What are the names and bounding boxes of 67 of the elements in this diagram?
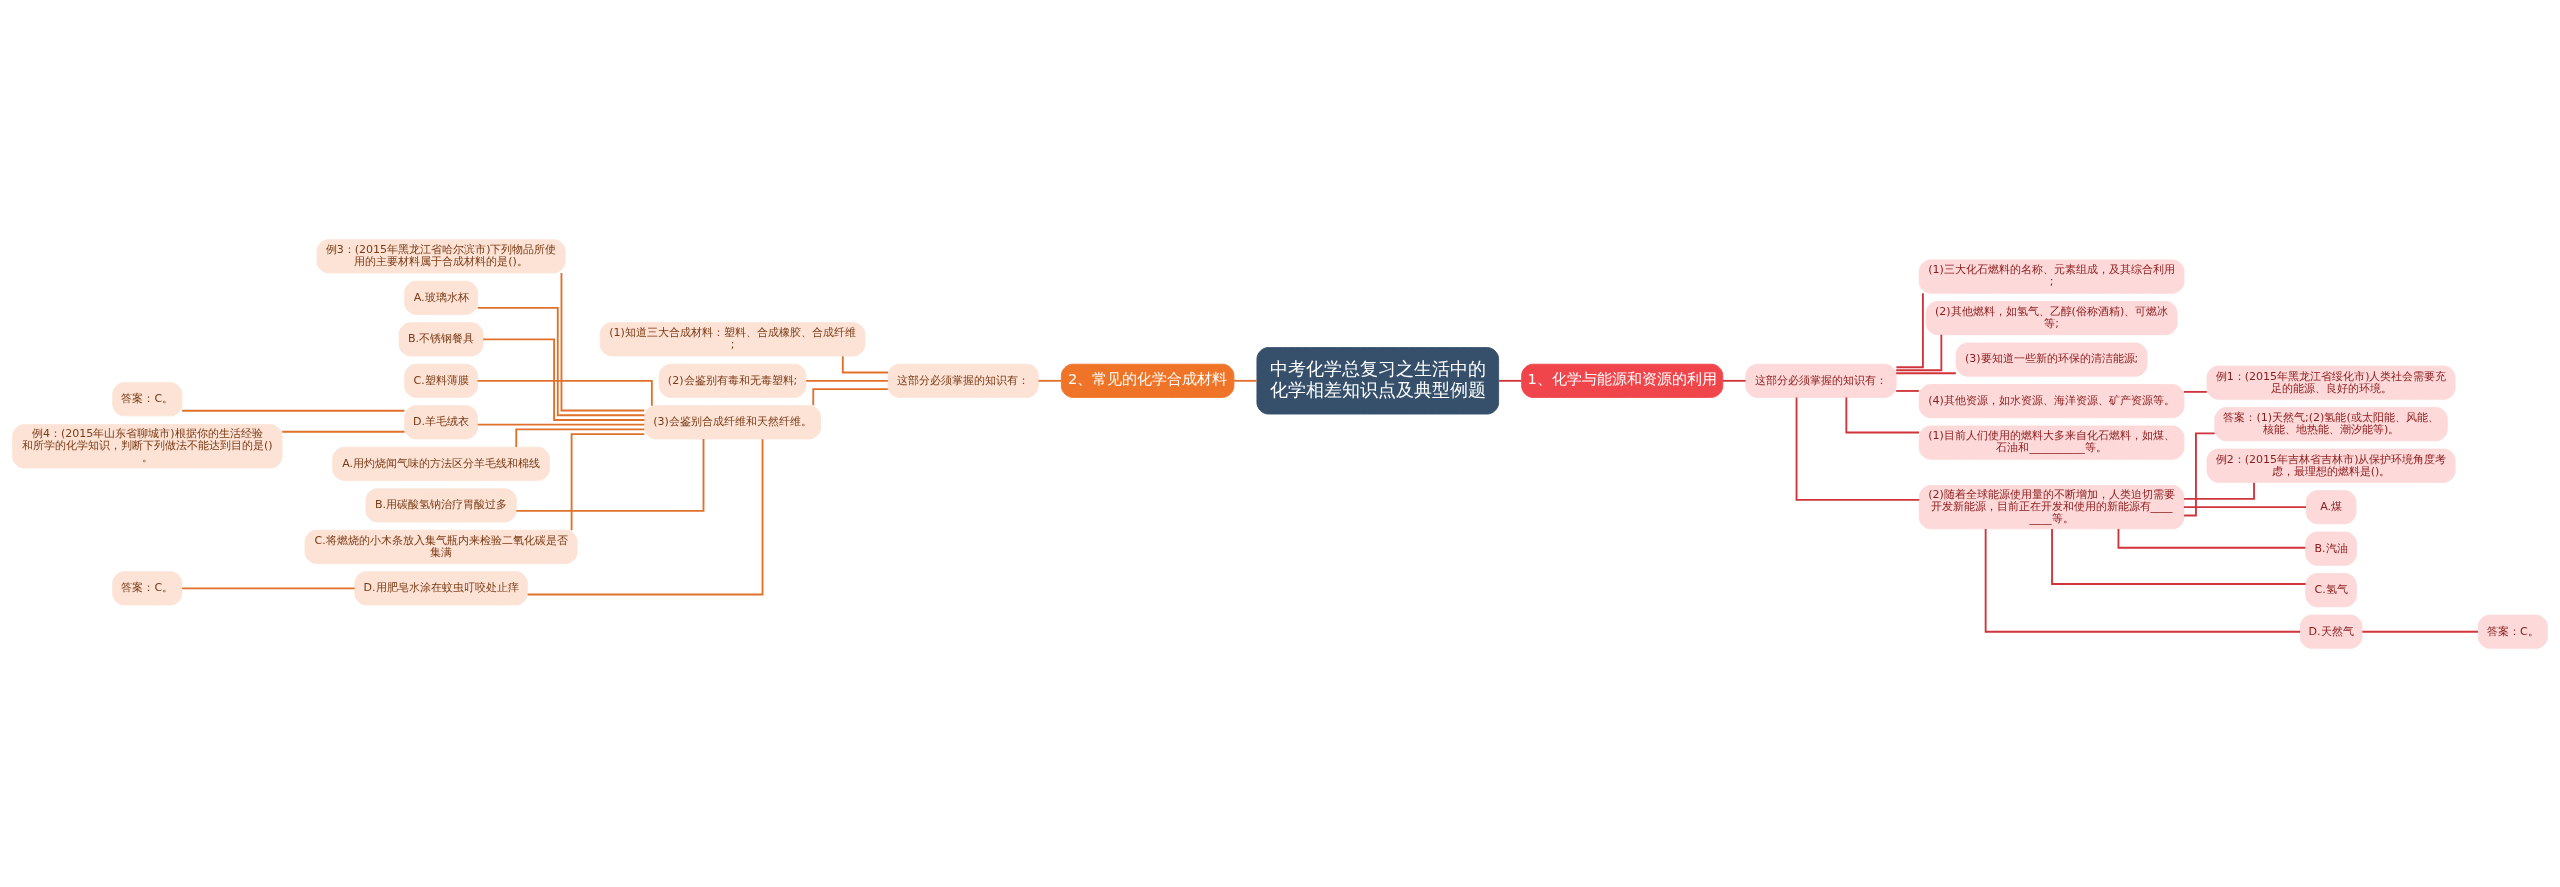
connector: [2361, 630, 2479, 633]
connector: [476, 423, 646, 426]
connector: [2183, 481, 2255, 500]
connector: [1895, 389, 1920, 392]
node-box: D.天然气: [2299, 614, 2363, 649]
connector: [1233, 379, 1258, 382]
node-box: C.将燃烧的小木条放入集气瓶内来检验二氧化碳是否集满: [304, 529, 578, 564]
node-box: 例1：(2015年黑龙江省绥化市)人类社会需要充足的能源、良好的环境。: [2206, 365, 2456, 400]
node-box: B.汽油: [2305, 531, 2357, 566]
node-box: C.氢气: [2305, 572, 2357, 607]
connector: [841, 354, 889, 373]
connector: [281, 430, 406, 433]
connector: [515, 437, 705, 512]
connector: [515, 428, 646, 448]
connector: [812, 387, 889, 406]
node-box: 中考化学总复习之生活中的化学相差知识点及典型例题: [1256, 346, 1500, 414]
connector: [570, 432, 646, 531]
connector: [1721, 379, 1747, 382]
node-box: 例2：(2015年吉林省吉林市)从保护环境角度考虑，最理想的燃料是()。: [2206, 448, 2456, 483]
connector: [526, 437, 764, 595]
connector: [2183, 505, 2307, 508]
node-box: (1)知道三大合成材料：塑料、合成橡胶、合成纤维;: [599, 321, 866, 356]
connector: [482, 337, 646, 421]
node-box: 1、化学与能源和资源的利用: [1521, 363, 1724, 398]
connector: [476, 306, 646, 416]
connector: [2183, 390, 2208, 393]
connector: [1498, 379, 1523, 382]
node-box: (3)会鉴别合成纤维和天然纤维。: [644, 404, 822, 439]
connector: [560, 271, 646, 411]
connector: [1895, 371, 1957, 374]
connector: [805, 379, 889, 382]
node-box: B.用碳酸氢钠治疗胃酸过多: [365, 487, 517, 522]
node-box: 例4：(2015年山东省聊城市)根据你的生活经验和所学的化学知识，判断下列做法不能达到目的是()。: [12, 423, 283, 468]
node-box: D.羊毛绒衣: [404, 404, 478, 439]
node-box: (1)目前人们使用的燃料大多来自化石燃料，如煤、石油和__________等。: [1918, 425, 2185, 460]
node-box: 答案：C。: [112, 570, 183, 605]
node-box: 这部分必须掌握的知识有：: [887, 363, 1039, 398]
node-box: 2、常见的化学合成材料: [1060, 363, 1235, 398]
node-box: A.玻璃水杯: [404, 280, 478, 315]
node-box: A.用灼烧闻气味的方法区分羊毛线和棉线: [332, 446, 550, 481]
node-box: A.煤: [2305, 489, 2357, 524]
node-box: (4)其他资源，如水资源、海洋资源、矿产资源等。: [1918, 383, 2185, 418]
node-box: 答案：C。: [2477, 614, 2548, 649]
connector: [1037, 379, 1063, 382]
node-box: (2)其他燃料，如氢气、乙醇(俗称酒精)、可燃冰等;: [1925, 300, 2178, 335]
connector: [181, 586, 356, 589]
connector: [1895, 333, 1943, 371]
node-box: 例3：(2015年黑龙江省哈尔滨市)下列物品所使用的主要材料属于合成材料的是()。: [316, 238, 566, 273]
node-box: (2)随着全球能源使用量的不断增加，人类迫切需要开发新能源，目前正在开发和使用的新能源有________等。: [1918, 484, 2185, 529]
node-box: 答案：C。: [112, 381, 183, 416]
node-box: (3)要知道一些新的环保的清洁能源;: [1955, 342, 2148, 377]
connector: [1795, 396, 1921, 501]
node-box: (1)三大化石燃料的名称、元素组成，及其综合利用;: [1918, 259, 2185, 294]
node-box: B.不锈钢餐具: [398, 321, 484, 356]
connector: [2183, 431, 2216, 516]
node-box: D.用肥皂水涂在蚊虫叮咬处止痒: [354, 570, 528, 605]
node-box: C.塑料薄膜: [404, 363, 478, 398]
connector: [1845, 396, 1920, 433]
node-box: 答案：(1)天然气;(2)氢能(或太阳能、风能、核能、地热能、潮汐能等)。: [2214, 406, 2448, 441]
node-box: 这部分必须掌握的知识有：: [1745, 363, 1897, 398]
connector: [1984, 527, 2302, 633]
connector: [1895, 291, 1924, 368]
connector: [181, 409, 406, 412]
node-box: (2)会鉴别有毒和无毒塑料;: [658, 363, 807, 398]
connector: [2117, 527, 2307, 549]
connector: [2051, 527, 2307, 585]
connector: [476, 379, 653, 407]
